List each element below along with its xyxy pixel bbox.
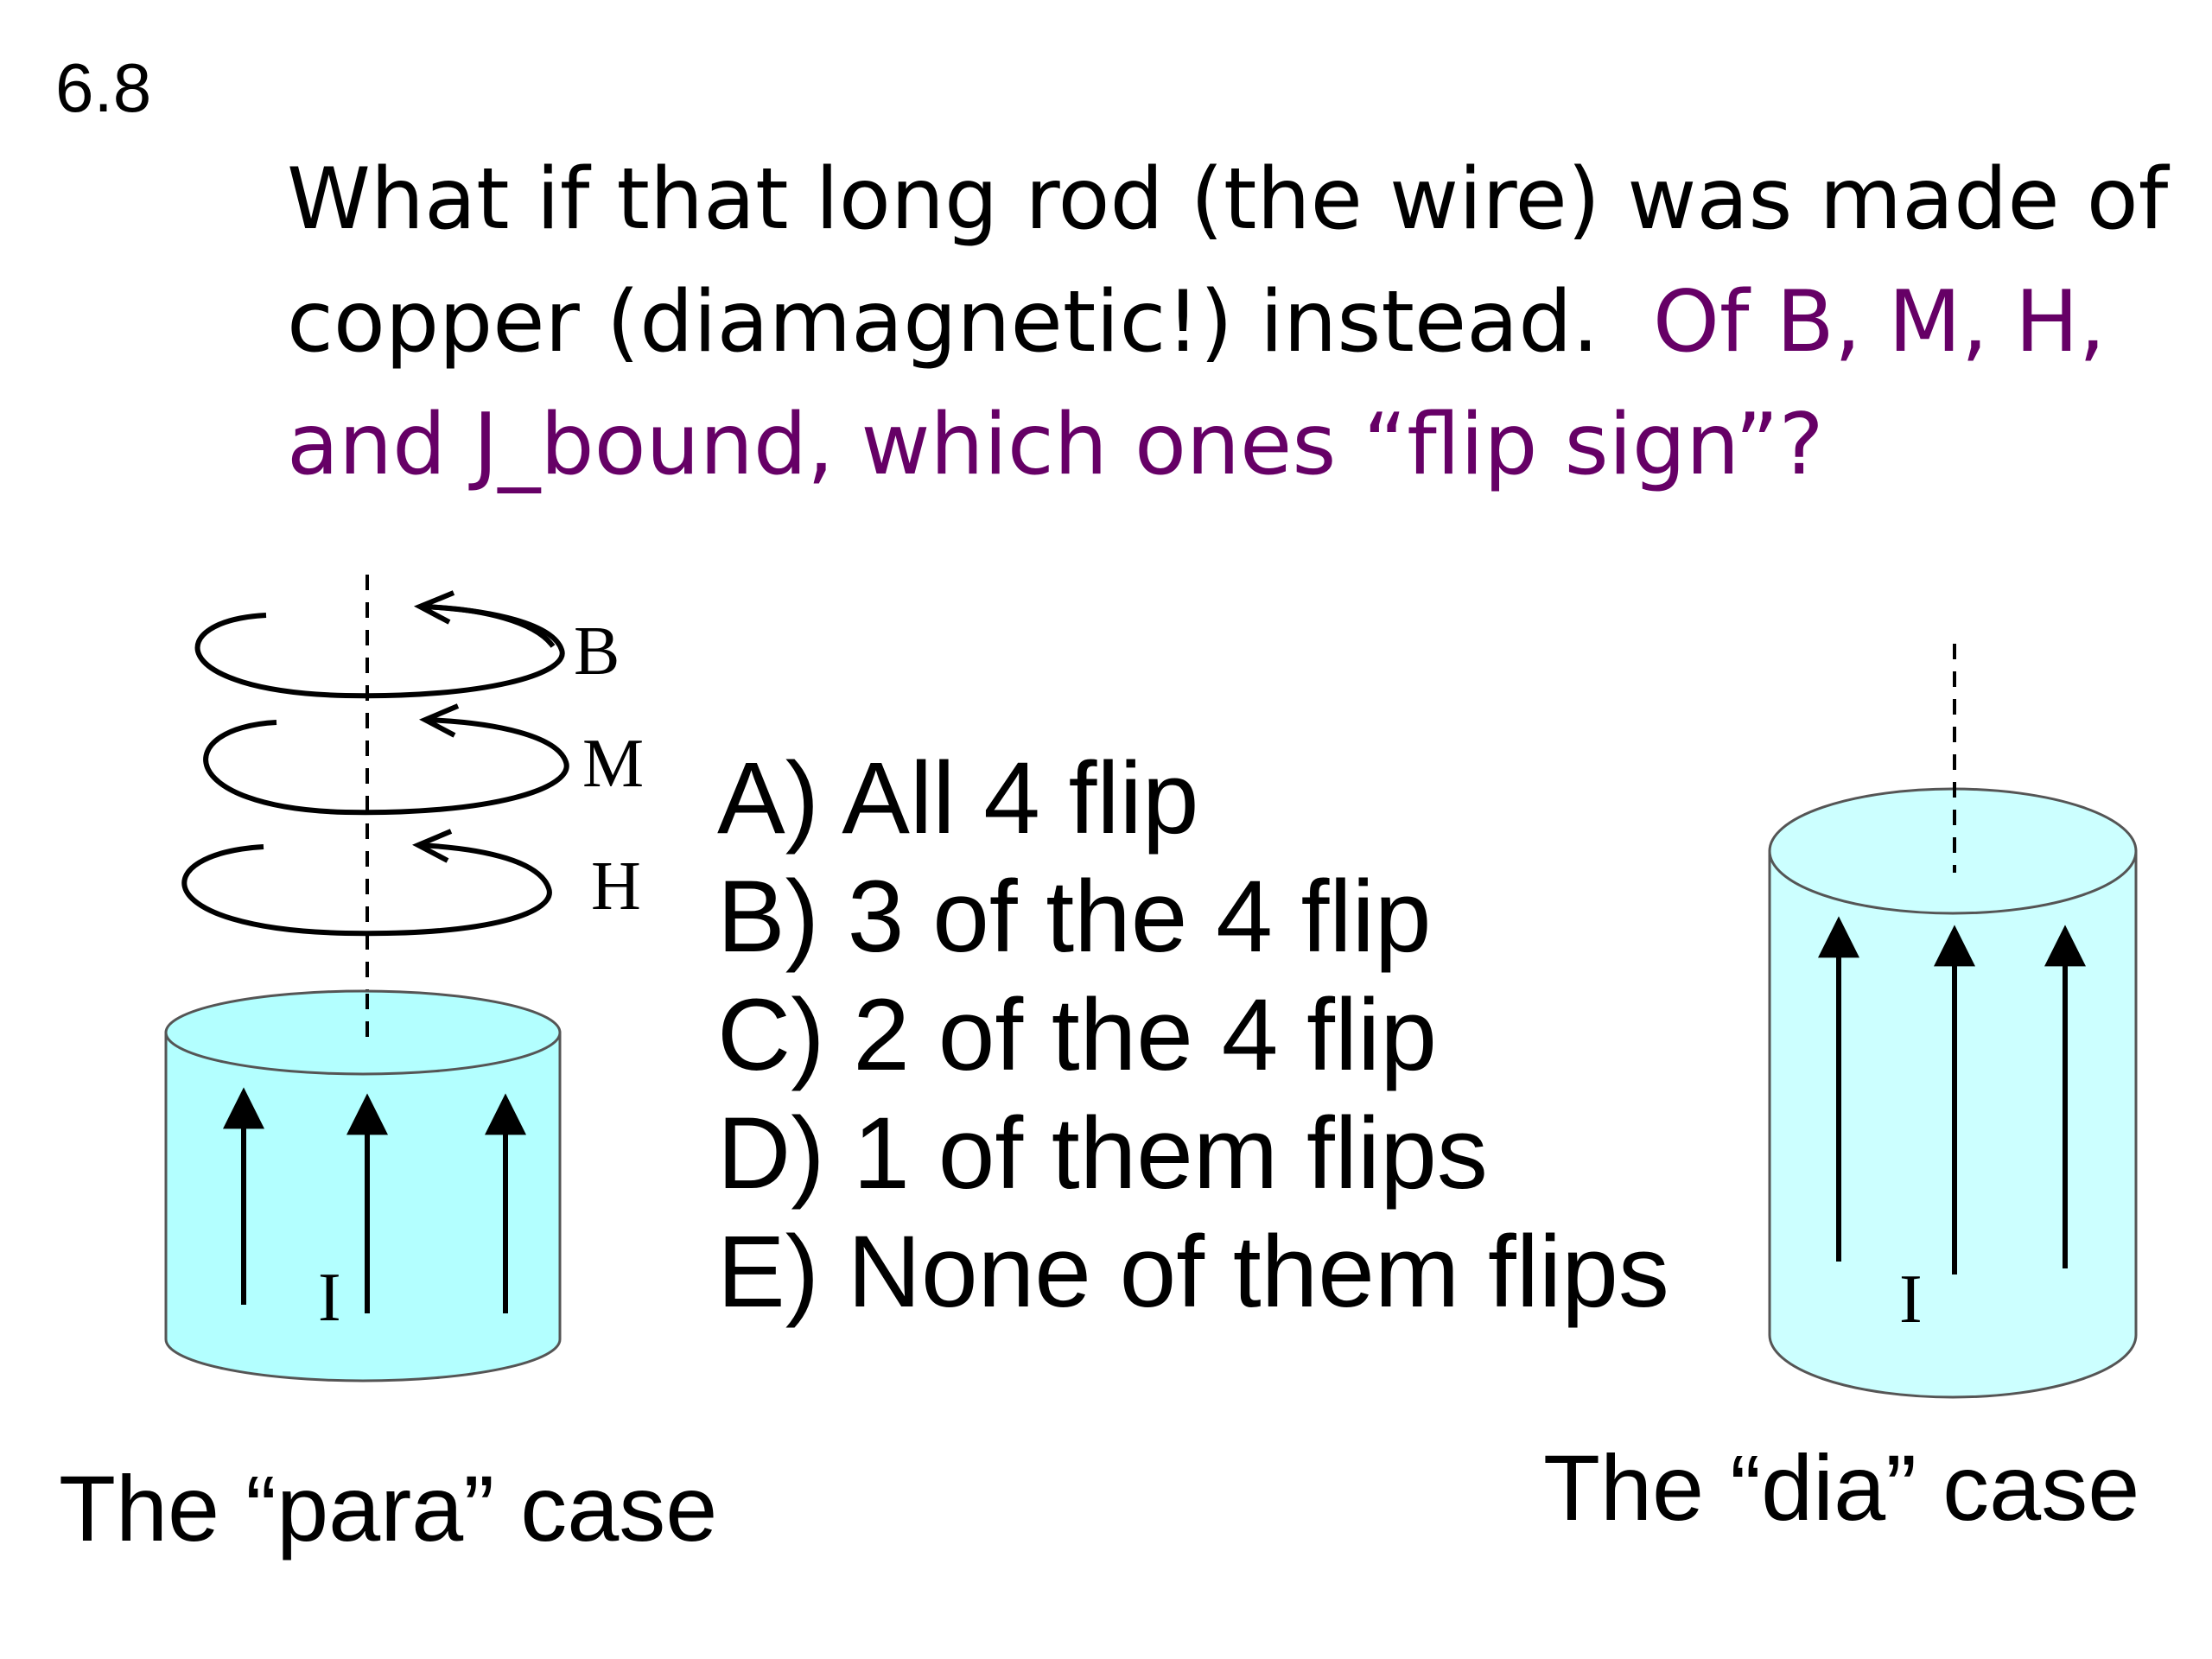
loop-label-B: B [574, 613, 620, 690]
option-d: D) 1 of them flips [717, 1096, 1488, 1211]
dia-case-caption: The “dia” case [1543, 1435, 2140, 1540]
para-current-label: I [318, 1260, 341, 1336]
loop-H [181, 829, 552, 937]
loop-label-H: H [591, 849, 641, 925]
option-a: A) All 4 flip [717, 741, 1199, 855]
question-line-1: What if that long rod (the wire) was mad… [287, 150, 2169, 249]
loop-label-M: M [582, 726, 644, 802]
para-cylinder [164, 989, 562, 1382]
option-b: B) 3 of the 4 flip [717, 860, 1432, 974]
loop-M [203, 703, 569, 816]
loop-B [194, 590, 565, 699]
option-e: E) None of them flips [717, 1215, 1669, 1329]
slide-number: 6.8 [55, 49, 152, 126]
question-line-2-purple: Of B, M, H, [1652, 273, 2106, 372]
dia-case-figure: I [1768, 644, 2138, 1399]
question-line-3: and J_bound, which ones “flip sign”? [287, 396, 1824, 494]
dia-current-label: I [1899, 1262, 1923, 1338]
para-case-figure: B M H I [164, 575, 644, 1382]
answer-options: A) All 4 flip B) 3 of the 4 flip C) 2 of… [717, 740, 1669, 1332]
question-line-2: copper (diamagnetic!) instead. Of B, M, … [287, 261, 2188, 384]
para-current-arrows [223, 1087, 526, 1313]
question-text: What if that long rod (the wire) was mad… [287, 138, 2188, 506]
option-c: C) 2 of the 4 flip [717, 978, 1437, 1092]
question-line-2-black: copper (diamagnetic!) instead. [287, 273, 1653, 372]
dia-current-arrows [1818, 916, 2086, 1274]
para-case-caption: The “para” case [59, 1456, 718, 1560]
